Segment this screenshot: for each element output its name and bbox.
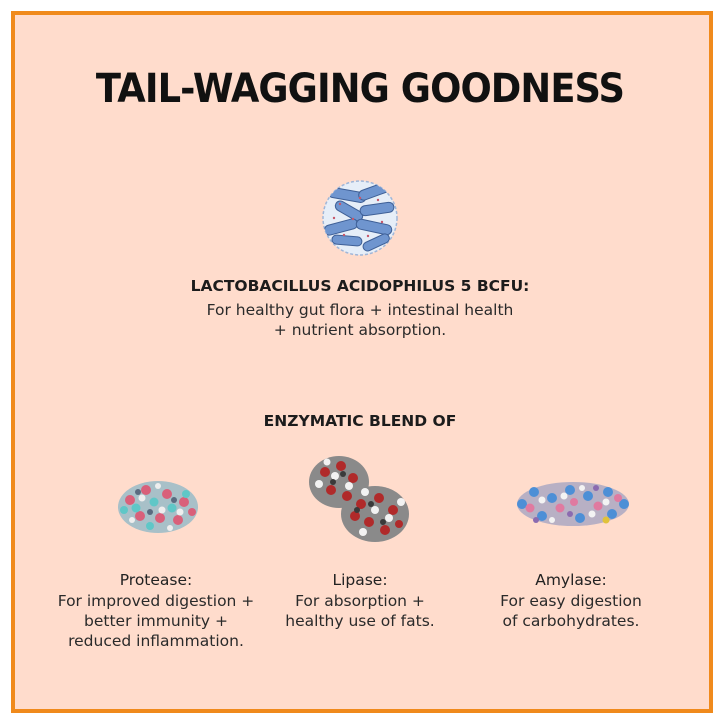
amylase-molecule-icon [512,474,634,538]
enzyme-name: Amylase: [535,571,607,589]
probiotic-name: LACTOBACILLUS ACIDOPHILUS 5 BCFU: [190,277,530,295]
probiotic-description-line-1: For healthy gut flora + intestinal healt… [206,301,514,319]
enzyme-description-line: better immunity + [84,612,228,630]
enzyme-description-line: of carbohydrates. [502,612,640,630]
card-frame [11,11,713,713]
enzymes-heading: ENZYMATIC BLEND OF [263,412,457,430]
enzyme-lipase: Lipase: For absorption + healthy use of … [250,570,470,631]
enzyme-description-line: For easy digestion [500,592,642,610]
enzyme-name: Lipase: [332,571,388,589]
enzyme-description-line: For absorption + [295,592,425,610]
enzyme-description-line: For improved digestion + [57,592,255,610]
enzyme-protease: Protease: For improved digestion + bette… [46,570,266,651]
bacteria-icon [320,178,400,258]
enzyme-description-line: reduced inflammation. [68,632,244,650]
enzyme-description-line: healthy use of fats. [285,612,435,630]
page-title: TAIL-WAGGING GOODNESS [95,66,625,112]
probiotic-description-line-2: + nutrient absorption. [273,321,447,339]
enzyme-name: Protease: [119,571,193,589]
enzyme-amylase: Amylase: For easy digestion of carbohydr… [461,570,681,631]
lipase-molecule-icon [305,452,413,550]
protease-molecule-icon [112,472,204,546]
